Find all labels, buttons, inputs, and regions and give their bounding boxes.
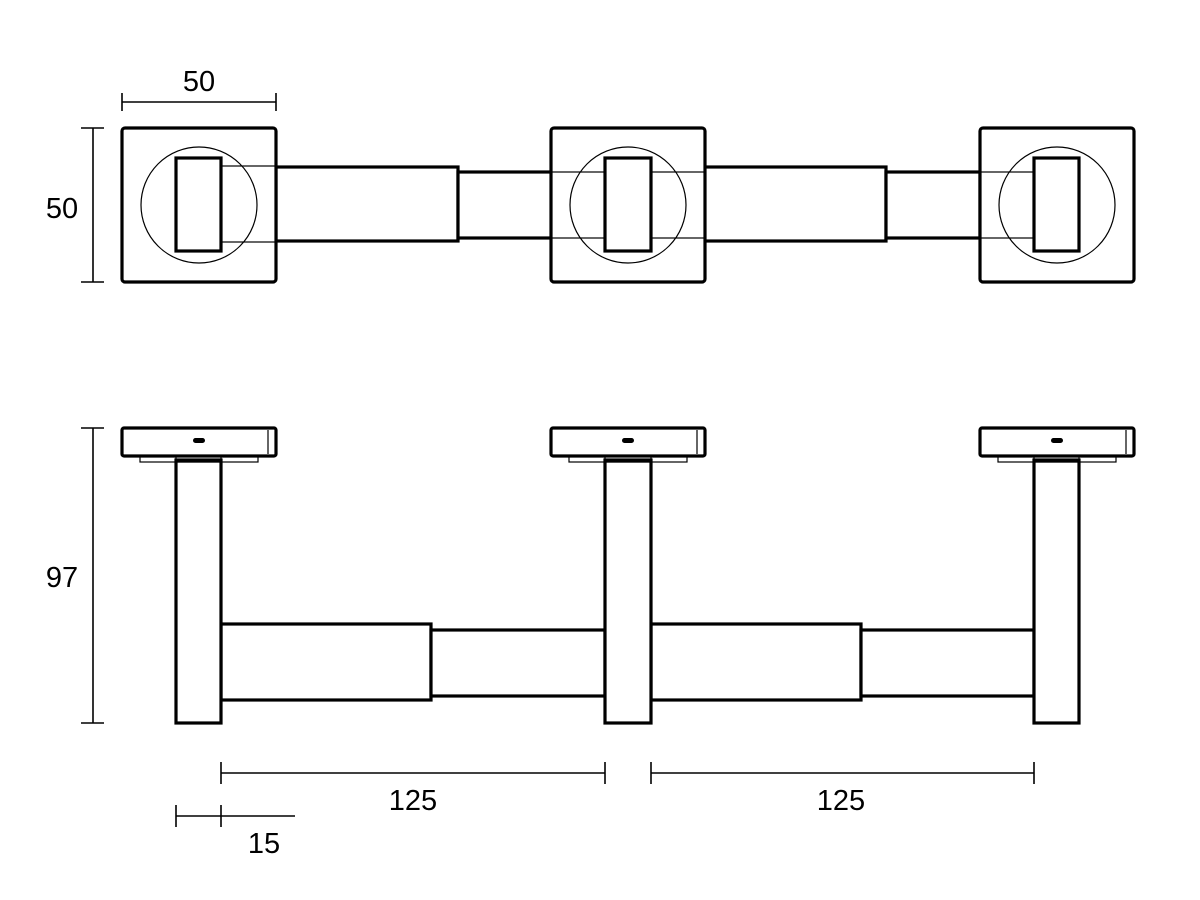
side-bar-segment-2a: [649, 622, 863, 702]
dimension-top-height: 50: [46, 127, 104, 283]
side-wall-plate-right: [978, 426, 1136, 463]
top-bar-segment-1b: [456, 170, 554, 240]
post-middle: [603, 458, 653, 725]
side-wall-plate-left: [120, 426, 278, 463]
top-mount-plate-right: [978, 126, 1136, 284]
dimension-label-span-right: 125: [817, 785, 865, 817]
dimension-side-height: 97: [46, 427, 104, 724]
dimension-label-top-width: 50: [183, 66, 215, 98]
side-view-posts: [174, 458, 1081, 725]
dimension-span-right: 125: [650, 762, 1035, 817]
side-view-bars: [219, 622, 1036, 702]
side-wall-plate-middle: [549, 426, 707, 463]
top-bar-segment-1a: [274, 165, 460, 243]
top-bar-segment-2a: [702, 165, 888, 243]
side-bar-segment-1a: [219, 622, 433, 702]
post-right: [1032, 458, 1081, 725]
top-mount-plate-middle: [549, 126, 707, 284]
side-bar-segment-1b: [429, 628, 607, 698]
dimension-label-side-height: 97: [46, 562, 78, 594]
dimension-label-post-width: 15: [248, 828, 280, 860]
side-view: [120, 426, 1136, 725]
dimension-label-top-height: 50: [46, 193, 78, 225]
side-bar-segment-2b: [859, 628, 1036, 698]
dimension-top-width: 50: [121, 66, 277, 111]
dimension-post-width: 15: [175, 805, 295, 860]
top-bar-segment-2b: [884, 170, 982, 240]
top-view-bars: [274, 165, 982, 243]
top-view: [120, 126, 1136, 284]
post-left: [174, 458, 223, 725]
top-mount-plate-left: [120, 126, 278, 284]
dimension-span-left: 125: [220, 762, 606, 817]
dimension-label-span-left: 125: [389, 785, 437, 817]
